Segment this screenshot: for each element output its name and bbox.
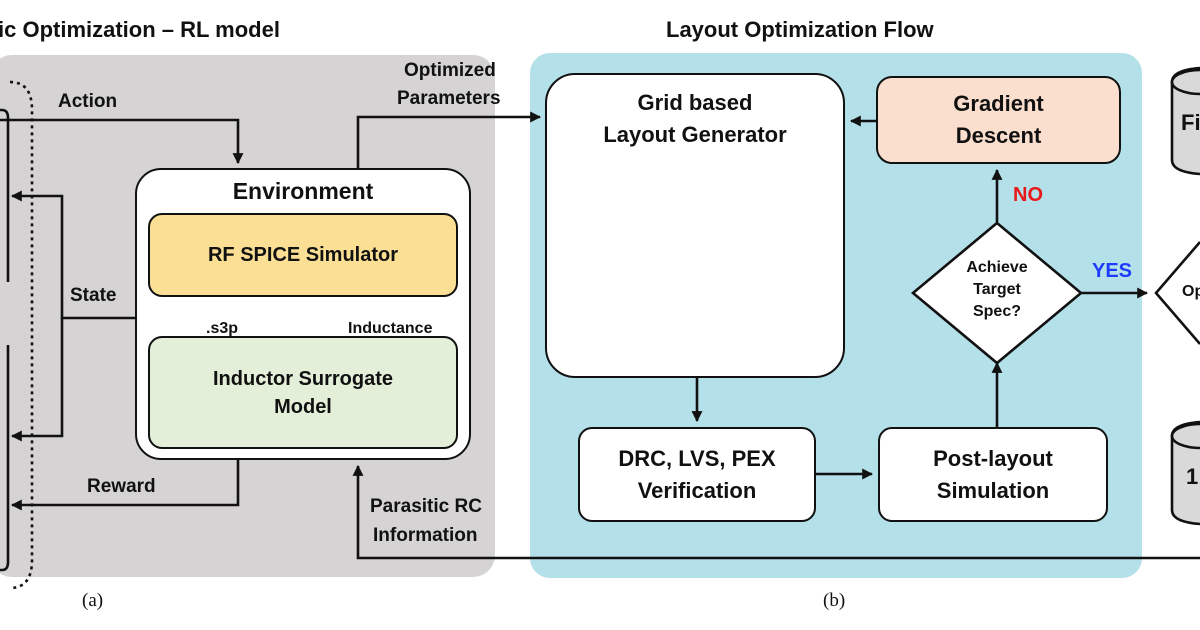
post-label-line1: Post-layout (933, 445, 1053, 471)
right-cutoff-label-2: Op (1182, 283, 1200, 300)
rf-spice-simulator-box: RF SPICE Simulator (148, 213, 458, 297)
gradient-label-line1: Gradient (953, 91, 1044, 116)
gridgen-label-line2: Layout Generator (603, 122, 787, 147)
state-label: State (70, 285, 117, 306)
inductance-label: Inductance (348, 320, 433, 337)
optimized-label-line2: Parameters (397, 88, 501, 109)
layout-flow-title: Layout Optimization Flow (666, 17, 934, 42)
state-arrow-upper (10, 190, 135, 320)
drc-label-line2: Verification (637, 477, 757, 503)
reward-arrow (10, 460, 240, 511)
surrogate-label-line2: Model (274, 395, 332, 418)
inductor-surrogate-model-box: Inductor Surrogate Model (148, 336, 458, 449)
gradient-label-line2: Descent (955, 123, 1042, 148)
action-label: Action (58, 91, 118, 112)
environment-label: Environment (232, 178, 374, 204)
decision-diamond (910, 221, 1084, 365)
no-label: NO (1013, 184, 1043, 206)
right-cutoff-diamond (1154, 241, 1200, 345)
dotted-boundary (9, 80, 34, 590)
surrogate-label-line1: Inductor Surrogate (212, 367, 393, 390)
agent-box-top-edge (0, 108, 10, 282)
gradient-descent-box: Gradient Descent (876, 76, 1121, 164)
decision-label: Achieve Target Spec? (947, 257, 1047, 323)
right-cutoff-label-1: Fi (1181, 110, 1200, 135)
rf-spice-label: RF SPICE Simulator (207, 243, 399, 266)
decision-label-line3: Spec? (972, 303, 1021, 320)
post-layout-simulation-box: Post-layout Simulation (878, 427, 1108, 522)
yes-label: YES (1092, 260, 1133, 282)
decision-label-line2: Target (973, 281, 1021, 298)
action-arrow (0, 118, 244, 165)
parasitic-feedback-arrow (352, 464, 1200, 560)
optimized-parameters-arrow (356, 111, 542, 168)
drc-lvs-pex-box: DRC, LVS, PEX Verification (578, 427, 816, 522)
parasitic-label-line1: Parasitic RC (370, 496, 482, 517)
layout-generator-box: Grid based Layout Generator (545, 73, 845, 378)
right-cutoff-label-3: 1 (1186, 464, 1199, 489)
agent-box-bottom-edge (0, 345, 10, 572)
decision-label-line1: Achieve (966, 259, 1028, 276)
optimized-label-line1: Optimized (404, 60, 496, 81)
reward-label: Reward (87, 476, 156, 497)
gridgen-label-line1: Grid based (637, 90, 753, 115)
state-arrow-lower (10, 318, 64, 442)
rl-model-title: ic Optimization – RL model (0, 17, 280, 42)
right-cutoff-shapes (1170, 66, 1200, 526)
s3p-label: .s3p (206, 320, 239, 337)
caption-b: (b) (823, 590, 846, 611)
drc-label-line1: DRC, LVS, PEX (618, 445, 776, 471)
parasitic-label-line2: Information (373, 525, 478, 546)
post-label-line2: Simulation (936, 477, 1050, 503)
caption-a: (a) (82, 590, 104, 611)
